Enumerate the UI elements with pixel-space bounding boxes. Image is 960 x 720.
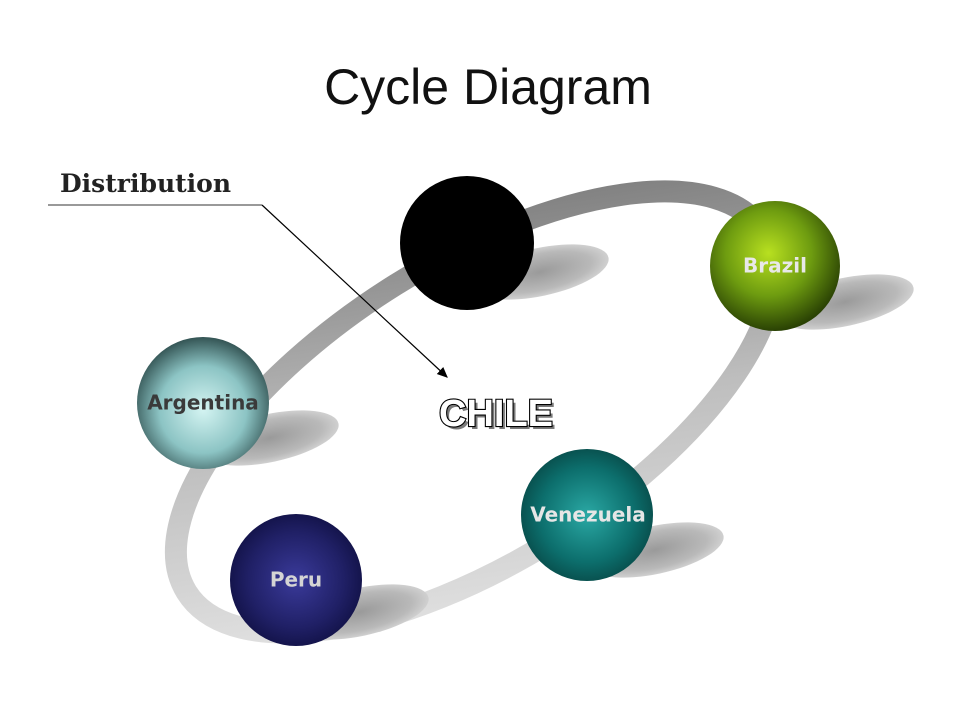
node-top <box>400 176 534 310</box>
node-label: Venezuela <box>530 503 646 527</box>
node-argentina: Argentina <box>137 337 269 469</box>
callout-label: Distribution <box>60 169 231 198</box>
node-venezuela: Venezuela <box>521 449 653 581</box>
node-label: Argentina <box>147 391 259 415</box>
node-label: Peru <box>270 568 322 592</box>
center-label-shadow: CHILE <box>442 396 556 438</box>
callout-arrow <box>261 204 448 378</box>
page-title: Cycle Diagram <box>324 59 652 115</box>
node-peru: Peru <box>230 514 362 646</box>
node-brazil: Brazil <box>710 201 840 331</box>
node-label: Brazil <box>743 254 807 278</box>
center-label: CHILE <box>439 393 553 435</box>
